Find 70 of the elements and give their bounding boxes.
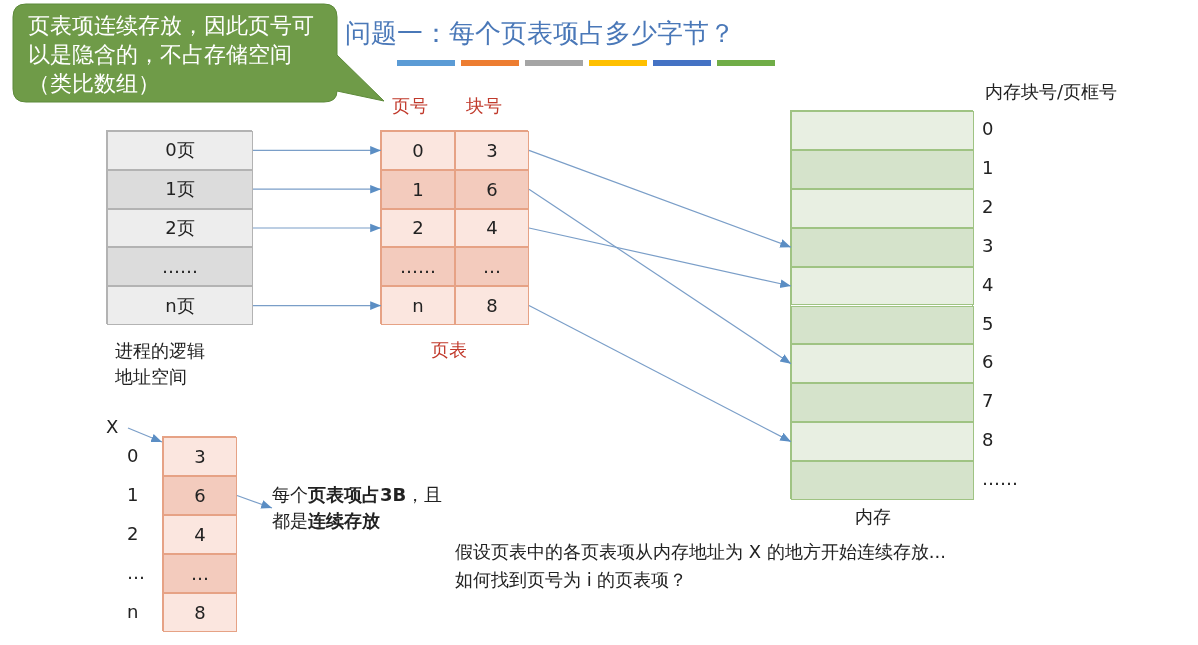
index-number: 0 [982,118,994,139]
table-frame [380,130,528,324]
index-number: n [127,601,139,622]
caption-text: 页表 [431,338,467,362]
arrow [252,184,382,194]
table-cell: 6 [163,476,237,515]
table-cell: 6 [455,169,529,209]
index-number: 2 [127,523,139,544]
index-number: 5 [982,312,994,334]
table-frame [162,436,236,631]
memory-block [791,227,974,267]
index-number: 6 [982,351,994,373]
memory-block [791,344,974,384]
memory-block [791,461,974,500]
arrow [252,146,382,155]
memory-block [791,305,974,345]
title: 问题一：每个页表项占多少字节？ [345,17,735,50]
table-cell: … [455,247,529,287]
caption-text: 进程的逻辑地址空间 [115,339,206,389]
arrow [127,427,163,443]
arrow [528,227,792,288]
index-number: 0 [127,445,139,466]
memory-block [791,111,974,150]
page-row: …… [107,247,253,287]
table-cell: 4 [455,208,529,248]
column-header: 页号 [392,94,428,118]
index-number: … [127,562,145,583]
index-number: 7 [982,390,994,412]
table-cell: 3 [455,131,529,170]
page-row: n页 [107,286,253,325]
index-number: 2 [982,195,994,217]
caption-text: 内存 [855,505,891,529]
table-cell: 2 [381,208,455,248]
question-text: 假设页表中的各页表项从内存地址为 X 的地方开始连续存放...如何找到页号为 i 的页表项？ [455,540,947,592]
memory-block [791,149,974,189]
header-text: 内存块号/页框号 [985,80,1118,104]
memory-block [791,266,974,306]
memory-block [791,422,974,462]
callout-text: 页表项连续存放，因此页号可以是隐含的，不占存储空间（类比数组） [28,12,315,98]
column-header: 块号 [466,94,502,118]
table-frame [790,110,973,499]
index-number: …… [982,468,1018,490]
arrow [252,223,382,233]
arrow [528,305,792,443]
index-number: 8 [982,429,994,451]
page-row: 2页 [107,208,253,248]
note-text: 每个页表项占3B，且都是连续存放 [272,482,460,534]
table-frame [106,130,252,324]
arrow [528,149,792,248]
table-cell: … [163,554,237,593]
arrow [236,494,273,509]
arrow [528,188,792,365]
table-cell: 3 [163,437,237,476]
memory-block [791,188,974,228]
index-number: 1 [127,484,139,505]
index-number: 3 [982,234,994,256]
table-cell: 8 [163,593,237,632]
index-number: 1 [982,156,994,178]
table-cell: …… [381,247,455,287]
arrow [252,301,382,310]
page-row: 1页 [107,169,253,209]
table-cell: 8 [455,286,529,325]
table-cell: n [381,286,455,325]
pointer-label: X [106,416,128,440]
table-cell: 0 [381,131,455,170]
page-row: 0页 [107,131,253,170]
memory-block [791,383,974,423]
index-number: 4 [982,273,994,295]
table-cell: 1 [381,169,455,209]
table-cell: 4 [163,515,237,554]
